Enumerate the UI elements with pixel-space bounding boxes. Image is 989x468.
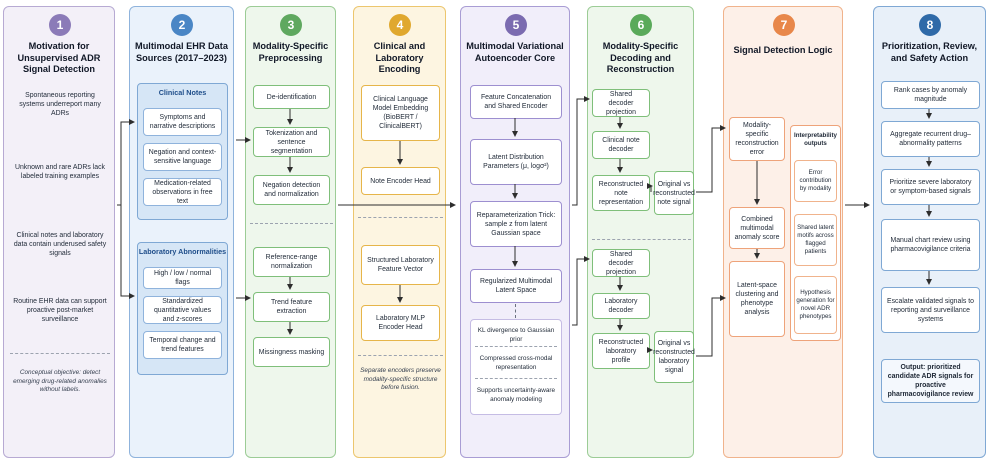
lab-abnormalities-group: Laboratory Abnormalities High / low / no… <box>137 242 228 375</box>
clinical-note-item-2: Negation and context-sensitive language <box>143 143 222 171</box>
compressed-representation: Compressed cross-modal representation <box>479 355 553 372</box>
note-encoder-head: Note Encoder Head <box>361 167 440 195</box>
combined-anomaly-score: Combined multimodal anomaly score <box>729 207 785 249</box>
motivation-point-2: Unknown and rare ADRs lack labeled train… <box>14 164 105 181</box>
regularized-latent-space: Regularized Multimodal Latent Space <box>470 269 562 303</box>
shared-decoder-projection-1: Shared decoder projection <box>592 89 650 117</box>
preproc-note-2: Tokenization and sentence segmentation <box>253 127 330 157</box>
stage-3-title: Modality-Specific Preprocessing <box>252 41 329 63</box>
output-summary: Output: prioritized candidate ADR signal… <box>881 359 980 403</box>
preproc-note-1: De-identification <box>253 85 330 109</box>
motivation-point-4: Routine EHR data can support proactive p… <box>13 298 107 324</box>
stage-2-badge: 2 <box>171 14 193 36</box>
stage-3-panel: 3 Modality-Specific Preprocessing De-ide… <box>245 6 336 458</box>
arrow-6-to-7-top <box>696 125 726 193</box>
stage-5-badge: 5 <box>505 14 527 36</box>
priority-step-2: Aggregate recurrent drug–abnormality pat… <box>881 121 980 157</box>
interp-item-1: Error contribution by modality <box>794 160 837 202</box>
divider <box>358 355 443 356</box>
reconstructed-lab-profile: Reconstructed laboratory profile <box>592 333 650 369</box>
divider <box>475 346 557 347</box>
arrow-6-to-7-bottom <box>696 295 726 357</box>
reconstructed-note: Reconstructed note representation <box>592 175 650 211</box>
stage-8-title: Prioritization, Review, and Safety Actio… <box>881 41 978 63</box>
interpretability-group: Interpretability outputs Error contribut… <box>790 125 841 341</box>
clinical-note-item-1: Symptoms and narrative descriptions <box>143 108 222 136</box>
preproc-note-3: Negation detection and normalization <box>253 175 330 205</box>
uncertainty-aware-modeling: Supports uncertainty-aware anomaly model… <box>476 387 556 404</box>
preproc-lab-2: Trend feature extraction <box>253 292 330 322</box>
divider <box>592 239 691 240</box>
kl-divergence-group: KL divergence to Gaussian prior Compress… <box>470 319 562 415</box>
motivation-point-3: Clinical notes and laboratory data conta… <box>13 232 107 258</box>
stage-1-title: Motivation for Unsupervised ADR Signal D… <box>17 41 101 74</box>
divider <box>250 223 333 224</box>
priority-step-3: Prioritize severe laboratory or symptom-… <box>881 169 980 205</box>
reconstruction-error: Modality-specific reconstruction error <box>729 117 785 161</box>
clinical-notes-group: Clinical Notes Symptoms and narrative de… <box>137 83 228 220</box>
motivation-point-1: Spontaneous reporting systems underrepor… <box>19 92 101 118</box>
feature-concatenation: Feature Concatenation and Shared Encoder <box>470 85 562 119</box>
stage-4-badge: 4 <box>389 14 411 36</box>
stage-2-title: Multimodal EHR Data Sources (2017–2023) <box>135 41 228 63</box>
shared-decoder-projection-2: Shared decoder projection <box>592 249 650 277</box>
latent-space-clustering: Latent-space clustering and phenotype an… <box>729 261 785 337</box>
divider <box>358 217 443 218</box>
stage-4-panel: 4 Clinical and Laboratory Encoding Clini… <box>353 6 446 458</box>
stage-4-title: Clinical and Laboratory Encoding <box>373 41 426 74</box>
interp-item-2: Shared latent motifs across flagged pati… <box>794 214 837 266</box>
stage-8-badge: 8 <box>919 14 941 36</box>
kl-divergence: KL divergence to Gaussian prior <box>477 327 555 344</box>
encoder-note: Separate encoders preserve modality-spec… <box>360 367 441 392</box>
clinical-lm-embedding: Clinical Language Model Embedding (BioBE… <box>361 85 440 141</box>
divider <box>10 353 110 354</box>
interpretability-title: Interpretability outputs <box>794 132 837 148</box>
lab-item-3: Temporal change and trend features <box>143 331 222 359</box>
lab-feature-vector: Structured Laboratory Feature Vector <box>361 245 440 285</box>
stage-7-panel: 7 Signal Detection Logic Modality-specif… <box>723 6 843 458</box>
stage-8-panel: 8 Prioritization, Review, and Safety Act… <box>873 6 986 458</box>
latent-distribution-params: Latent Distribution Parameters (μ, logσ²… <box>470 139 562 185</box>
lab-item-1: High / low / normal flags <box>143 267 222 289</box>
lab-abnormalities-title: Laboratory Abnormalities <box>138 247 227 256</box>
stage-1-badge: 1 <box>49 14 71 36</box>
interp-item-3: Hypothesis generation for novel ADR phen… <box>794 276 837 334</box>
stage-1-panel: 1 Motivation for Unsupervised ADR Signal… <box>3 6 115 458</box>
note-signal-comparison: Original vs reconstructed note signal <box>653 171 695 215</box>
stage-5-title: Multimodal Variational Autoencoder Core <box>466 41 564 63</box>
conceptual-objective: Conceptual objective: detect emerging dr… <box>13 369 107 394</box>
stage-6-badge: 6 <box>630 14 652 36</box>
priority-step-5: Escalate validated signals to reporting … <box>881 287 980 333</box>
stage-6-panel: 6 Modality-Specific Decoding and Reconst… <box>587 6 695 458</box>
laboratory-decoder: Laboratory decoder <box>592 293 650 319</box>
divider <box>515 304 516 318</box>
priority-step-4: Manual chart review using pharmacovigila… <box>881 219 980 271</box>
stage-5-panel: 5 Multimodal Variational Autoencoder Cor… <box>460 6 570 458</box>
lab-signal-comparison: Original vs reconstructed laboratory sig… <box>653 331 695 383</box>
clinical-note-decoder: Clinical note decoder <box>592 131 650 159</box>
preproc-lab-1: Reference-range normalization <box>253 247 330 277</box>
stage-3-badge: 3 <box>280 14 302 36</box>
priority-step-1: Rank cases by anomaly magnitude <box>881 81 980 109</box>
clinical-notes-title: Clinical Notes <box>158 88 207 97</box>
stage-2-panel: 2 Multimodal EHR Data Sources (2017–2023… <box>129 6 234 458</box>
stage-7-title: Signal Detection Logic <box>733 45 833 55</box>
preproc-lab-3: Missingness masking <box>253 337 330 367</box>
clinical-note-item-3: Medication-related observations in free … <box>143 178 222 206</box>
lab-item-2: Standardized quantitative values and z-s… <box>143 296 222 324</box>
stage-6-title: Modality-Specific Decoding and Reconstru… <box>602 41 679 74</box>
stage-7-badge: 7 <box>773 14 795 36</box>
lab-mlp-encoder-head: Laboratory MLP Encoder Head <box>361 305 440 341</box>
reparameterization-trick: Reparameterization Trick: sample z from … <box>470 201 562 247</box>
divider <box>475 378 557 379</box>
